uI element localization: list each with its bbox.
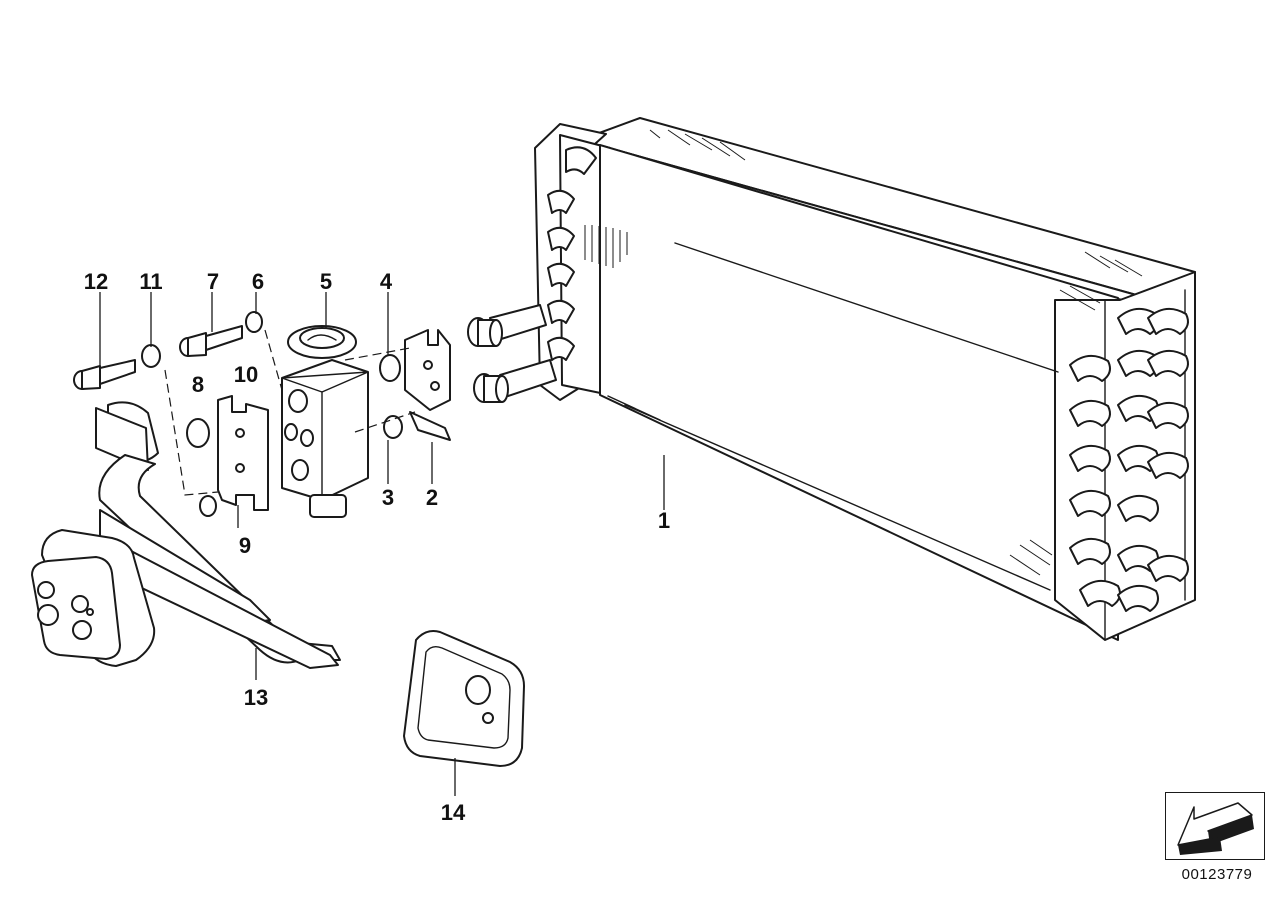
washer-part-11 bbox=[141, 344, 161, 368]
gasket-plate-part-4 bbox=[404, 329, 451, 411]
hatching bbox=[584, 129, 1143, 576]
o-ring-part-8 bbox=[186, 418, 210, 448]
callout-7: 7 bbox=[207, 269, 219, 294]
expansion-valve-part bbox=[281, 325, 369, 518]
callout-13: 13 bbox=[244, 685, 268, 710]
callout-5: 5 bbox=[320, 269, 332, 294]
direction-arrow-icon bbox=[1177, 802, 1254, 855]
callout-12: 12 bbox=[84, 269, 108, 294]
o-ring-part-4 bbox=[379, 354, 401, 382]
screw-part-12 bbox=[73, 359, 136, 390]
left-tube-bends bbox=[547, 146, 597, 361]
callout-8: 8 bbox=[192, 372, 204, 397]
gasket-plate-part-2 bbox=[409, 411, 451, 441]
callout-3: 3 bbox=[382, 485, 394, 510]
o-ring-part-3 bbox=[383, 415, 403, 439]
callout-1: 1 bbox=[658, 508, 670, 533]
callout-9: 9 bbox=[239, 533, 251, 558]
callout-11: 11 bbox=[139, 269, 162, 294]
callout-labels: 1 2 3 4 5 6 7 8 9 10 11 12 13 14 bbox=[84, 269, 670, 825]
evaporator-part bbox=[467, 117, 1196, 641]
washer-part-6 bbox=[245, 311, 263, 333]
seal-part-14 bbox=[403, 630, 525, 767]
leader-lines bbox=[99, 292, 665, 796]
right-tube-bends bbox=[1069, 307, 1189, 612]
callout-4: 4 bbox=[380, 269, 393, 294]
callout-2: 2 bbox=[426, 485, 438, 510]
alignment-lines bbox=[164, 329, 416, 496]
reference-number: 00123779 bbox=[1181, 866, 1253, 883]
reference-box bbox=[1165, 792, 1265, 860]
pipe-part-13 bbox=[31, 401, 341, 669]
o-ring-part-9 bbox=[199, 495, 217, 517]
callout-14: 14 bbox=[441, 800, 466, 825]
callout-10: 10 bbox=[234, 362, 258, 387]
evaporator-pipes bbox=[467, 304, 557, 403]
callout-6: 6 bbox=[252, 269, 264, 294]
screw-part-7 bbox=[179, 325, 243, 357]
gasket-plate-part-10 bbox=[217, 395, 269, 511]
